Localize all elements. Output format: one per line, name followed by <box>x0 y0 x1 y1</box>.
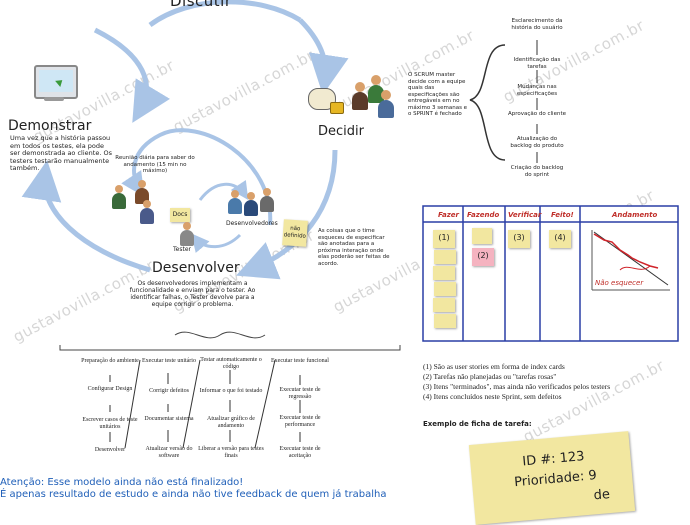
legend-item: (3) Itens "terminados", mas ainda não ve… <box>423 382 611 391</box>
board-marker-3: (3) <box>513 233 525 242</box>
board-header-feito: Feito! <box>551 211 574 219</box>
board-marker-1: (1) <box>438 233 450 242</box>
arrow-discutir-demonstrar <box>93 27 171 123</box>
flow-step: Testar automaticamente o código <box>200 357 262 370</box>
ficha-id: ID #: 123 <box>521 449 586 470</box>
decidir-step: Identificação das tarefas <box>513 57 561 70</box>
board-header-andamento: Andamento <box>612 211 658 219</box>
flow-step: Executar teste funcional <box>271 358 329 364</box>
demonstrar-description: Uma vez que a história passou em todos o… <box>10 134 112 172</box>
story-card <box>434 314 456 328</box>
person-icon <box>352 82 368 110</box>
board-marker-2: (2) <box>477 251 489 260</box>
story-card <box>434 282 456 296</box>
decidir-description: O SCRUM master decide com a equipe quais… <box>408 72 468 117</box>
decidir-step: Atualização do backlog do produto <box>510 136 564 149</box>
flow-step: Configurar Design <box>87 386 133 392</box>
flow-step: Liberar a versão para testes finais <box>198 446 264 459</box>
decidir-step: Esclarecimento da história do usuário <box>511 18 563 31</box>
board-marker-4: (4) <box>554 233 566 242</box>
ficha-extra: de <box>593 487 611 504</box>
legend-item: (1) São as user stories em forma de inde… <box>423 362 565 371</box>
docs-note: Docs <box>170 208 190 222</box>
story-card <box>472 228 492 244</box>
story-card <box>433 266 455 280</box>
legend-item: (4) Itens concluídos neste Sprint, sem d… <box>423 392 562 401</box>
board-header-fazer: Fazer <box>438 211 459 219</box>
nao-definido-description: As coisas que o time esqueceu de especif… <box>318 228 390 267</box>
flow-step: Atualizar versão do software <box>145 446 193 459</box>
stage-title-demonstrar: Demonstrar <box>8 118 92 134</box>
flow-step: Executar teste unitário <box>142 358 196 364</box>
flow-step: Informar o que foi testado <box>199 388 263 394</box>
ficha-title: Exemplo de ficha de tarefa: <box>423 420 532 428</box>
desenvolvedores-label: Desenvolvedores <box>226 220 278 227</box>
decidir-step: Aprovação do cliente <box>508 111 566 117</box>
person-icon <box>112 185 126 209</box>
flow-step: Desenvolver <box>94 447 126 453</box>
flow-step: Atualizar gráfico de andamento <box>207 416 255 429</box>
person-icon <box>228 190 242 214</box>
nao-definido-label: não definido <box>283 225 307 240</box>
flow-step: Documentar sistema <box>144 416 194 422</box>
person-icon <box>260 188 274 212</box>
flow-step: Executar teste de performance <box>279 415 321 428</box>
stage-title-desenvolver: Desenvolver <box>152 260 240 276</box>
burndown-line <box>593 233 659 269</box>
flow-step: Escrever casos de teste unitários <box>82 417 138 430</box>
flow-step: Executar teste de aceitação <box>279 446 321 459</box>
pink-task-card: (2) <box>472 248 494 266</box>
story-card: (1) <box>433 230 455 248</box>
story-card <box>433 298 455 312</box>
chat-bubble-icon <box>308 88 336 110</box>
docs-label: Docs <box>172 211 188 218</box>
desenvolver-description: Os desenvolvedores implementam a funcion… <box>129 280 256 308</box>
person-icon <box>140 200 154 224</box>
computer-icon <box>30 65 78 105</box>
stage-title-discutir: Discutir <box>170 0 232 10</box>
tester-label: Tester <box>173 246 191 253</box>
person-icon <box>368 75 384 103</box>
board-header-fazendo: Fazendo <box>467 211 500 219</box>
reuniao-description: Reunião diária para saber do andamento (… <box>115 155 195 174</box>
flow-step: Preparação do ambiente <box>81 358 139 364</box>
cycle-arrows <box>21 0 679 449</box>
person-icon <box>378 90 394 118</box>
story-card: (4) <box>549 230 571 248</box>
task-card-example: ID #: 123 Prioridade: 9 de <box>468 431 636 525</box>
story-card: (3) <box>508 230 530 248</box>
board-header-verificar: Verificar <box>508 211 542 219</box>
nao-definido-note: não definido <box>282 219 308 247</box>
legend-item: (2) Tarefas não planejadas ou "tarefas r… <box>423 372 557 381</box>
flow-step: Corrigir defeitos <box>149 388 189 394</box>
story-card <box>434 250 456 264</box>
decidir-step: Mudanças nas especificações <box>516 84 558 97</box>
warning-line-1: Atenção: Esse modelo ainda não está fina… <box>0 477 244 488</box>
stage-title-decidir: Decidir <box>318 124 364 139</box>
person-icon <box>244 192 258 216</box>
ficha-prioridade: Prioridade: 9 <box>513 468 598 491</box>
burndown-reminder: Não esquecer <box>595 279 644 287</box>
warning-line-2: É apenas resultado de estudo e ainda não… <box>0 489 387 500</box>
lock-icon <box>330 102 344 114</box>
task-board <box>422 205 679 342</box>
tester-icon <box>180 222 194 246</box>
decidir-step: Criação do backlog do sprint <box>510 165 564 178</box>
flow-step: Executar teste de regressão <box>279 387 321 400</box>
